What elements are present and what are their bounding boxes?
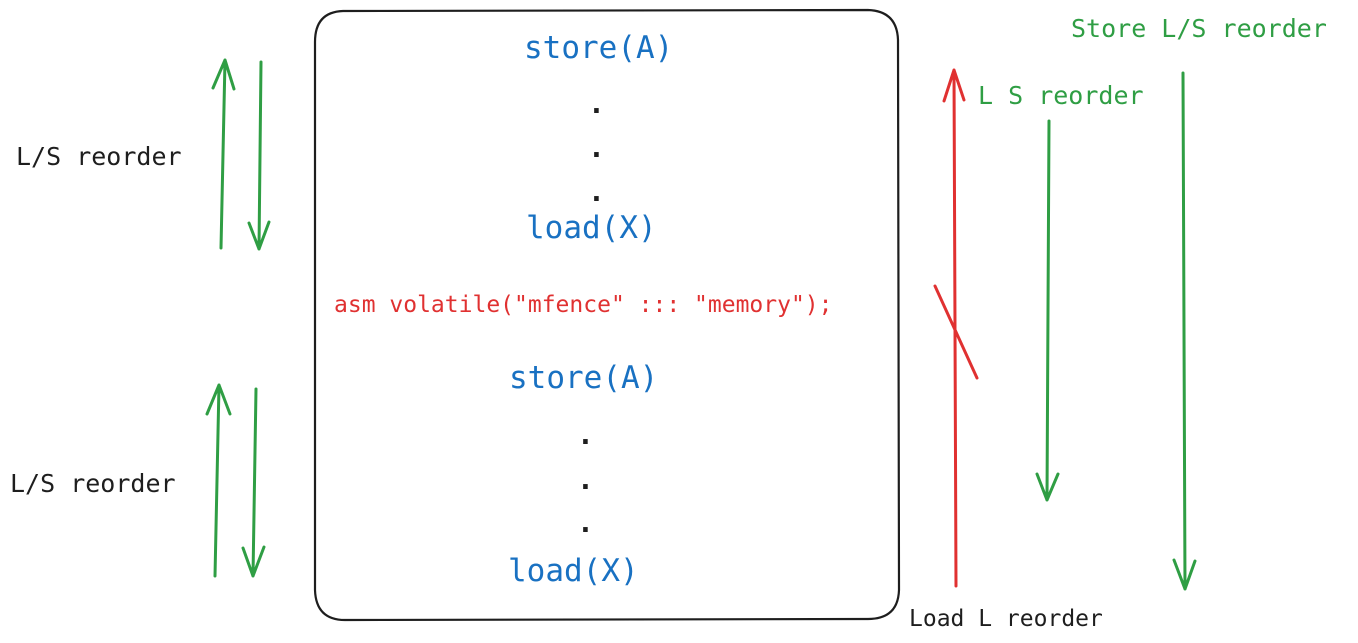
store-ls-reorder-label: Store L/S reorder: [1071, 14, 1327, 43]
lower-ellipsis-dot: .: [577, 506, 594, 539]
upper-ls-reorder-label: L/S reorder: [16, 142, 182, 171]
upper-ellipsis-dot: .: [588, 87, 605, 120]
code-block-box: [313, 8, 901, 622]
lower-store-statement: store(A): [509, 360, 659, 396]
store-reorder-arrow: [1172, 71, 1197, 591]
upper-ellipsis-dot: .: [588, 175, 605, 208]
load-reorder-arrow: [933, 68, 979, 588]
lower-up-arrow: [205, 383, 232, 578]
lower-load-statement: load(X): [508, 553, 639, 589]
upper-load-statement: load(X): [526, 210, 657, 246]
upper-down-arrow: [247, 60, 271, 251]
mfence-instruction: asm volatile("mfence" ::: "memory");: [334, 292, 833, 318]
lower-reorder-arrows: [205, 383, 266, 578]
ls-reorder-arrow: [1035, 119, 1060, 502]
ls-reorder-label: L S reorder: [978, 81, 1144, 110]
lower-ellipsis-dot: .: [577, 463, 594, 496]
lower-ellipsis-dot: .: [577, 418, 594, 451]
green-right-down-arrow: [1172, 71, 1197, 591]
lower-ls-reorder-label: L/S reorder: [10, 469, 176, 498]
green-mid-down-arrow: [1035, 119, 1060, 502]
lower-down-arrow: [241, 387, 266, 578]
upper-up-arrow: [211, 58, 236, 250]
load-l-reorder-label: Load L reorder: [909, 606, 1103, 632]
upper-reorder-arrows: [211, 58, 271, 251]
upper-ellipsis-dot: .: [588, 131, 605, 164]
red-strike-mark: [933, 284, 979, 380]
upper-store-statement: store(A): [524, 30, 674, 66]
